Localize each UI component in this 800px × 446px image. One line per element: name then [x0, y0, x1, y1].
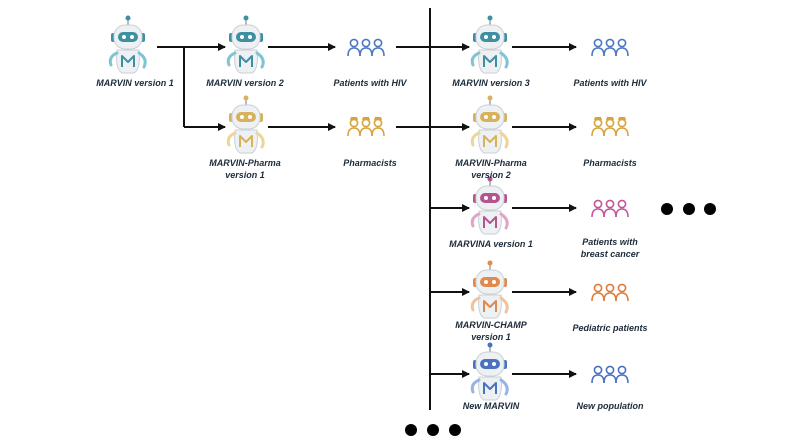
pharmacists-group-icon — [347, 117, 385, 137]
ellipsis-dots-icon-bottom-3 — [449, 424, 461, 436]
ellipsis-dots-icon-bottom-1 — [405, 424, 417, 436]
connectors — [157, 8, 577, 410]
people-group-icon — [591, 38, 629, 57]
ellipsis-dots-icon-right-2 — [683, 203, 695, 215]
label-marvin-pharma-v2: MARVIN-Pharma version 2 — [455, 158, 527, 180]
continuation-dots — [405, 203, 716, 436]
people-group-icon — [347, 38, 385, 57]
people-group-icon — [591, 283, 629, 302]
label-new-population: New population — [576, 401, 644, 411]
robot-gold-icon — [470, 95, 509, 154]
robots — [108, 15, 509, 401]
label-marvin-champ-v1: MARVIN-CHAMP version 1 — [455, 320, 527, 342]
robot-teal-icon — [470, 15, 509, 74]
people-group-icon — [591, 365, 629, 384]
ellipsis-dots-icon-right-1 — [661, 203, 673, 215]
label-marvin-v3: MARVIN version 3 — [452, 78, 530, 88]
label-patients-hiv-2: Patients with HIV — [573, 78, 647, 88]
robot-teal-icon — [226, 15, 265, 74]
label-pharmacists-1: Pharmacists — [343, 158, 397, 168]
label-patients-hiv-1: Patients with HIV — [333, 78, 407, 88]
robot-teal-icon — [108, 15, 147, 74]
people-group-icon — [591, 199, 629, 218]
label-pharmacists-2: Pharmacists — [583, 158, 637, 168]
label-marvina-v1: MARVINA version 1 — [449, 239, 533, 249]
robot-gold-icon — [226, 95, 265, 154]
robot-orange-icon — [470, 260, 509, 319]
robot-pink-icon — [470, 176, 509, 235]
label-new-marvin: New MARVIN — [462, 401, 520, 411]
label-marvin-v1: MARVIN version 1 — [96, 78, 174, 88]
robot-blue-icon — [470, 342, 509, 401]
population-groups — [347, 38, 629, 384]
pharmacists-group-icon — [591, 117, 629, 137]
label-pediatric-patients: Pediatric patients — [572, 323, 648, 333]
ellipsis-dots-icon-right-3 — [704, 203, 716, 215]
label-marvin-v2: MARVIN version 2 — [206, 78, 284, 88]
ellipsis-dots-icon-bottom-2 — [427, 424, 439, 436]
label-patients-breast-cancer: Patients with breast cancer — [580, 237, 640, 259]
label-marvin-pharma-v1: MARVIN-Pharma version 1 — [209, 158, 281, 180]
